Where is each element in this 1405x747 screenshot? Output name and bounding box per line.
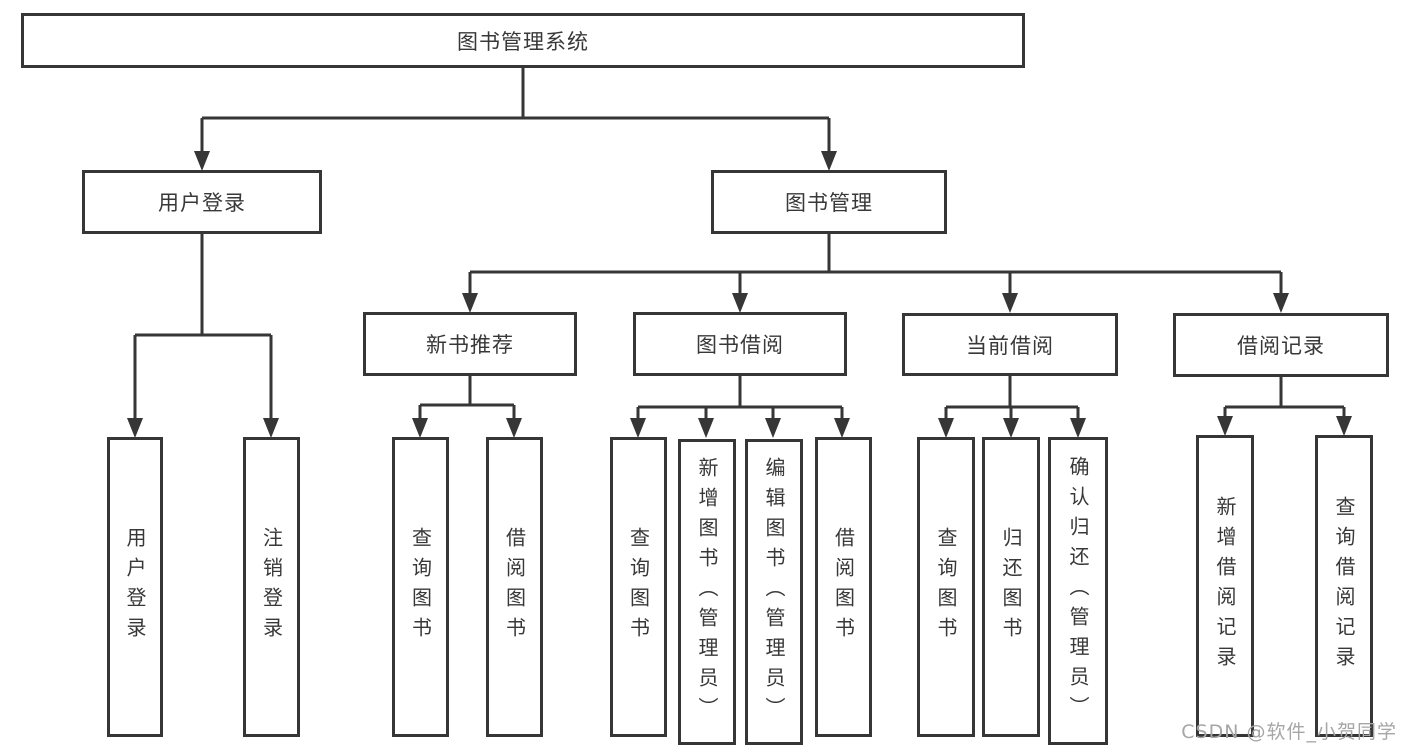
leaf-nb-borrow-books: 借阅图书 [486, 437, 543, 737]
node-label: 确认归还（管理员） [1066, 456, 1090, 726]
node-label: 新增图书（管理员） [695, 457, 719, 727]
node-label: 用户登录 [158, 191, 246, 215]
leaf-cb-query-books: 查询图书 [917, 437, 975, 737]
node-root: 图书管理系统 [21, 13, 1025, 68]
node-label: 查询图书 [626, 527, 651, 647]
node-user-login: 用户登录 [82, 170, 322, 234]
node-label: 图书管理 [785, 191, 873, 215]
leaf-user-login: 用户登录 [107, 437, 163, 737]
leaf-bb-query-books: 查询图书 [610, 437, 667, 737]
leaf-logout: 注销登录 [243, 437, 300, 737]
leaf-bb-borrow-books: 借阅图书 [815, 437, 872, 737]
node-borrow-records: 借阅记录 [1173, 313, 1389, 377]
node-book-management: 图书管理 [711, 170, 947, 234]
leaf-bb-add-books: 新增图书（管理员） [678, 439, 736, 745]
watermark: CSDN @软件_小贺同学 [1181, 721, 1397, 743]
node-label: 当前借阅 [966, 333, 1054, 358]
node-label: 查询图书 [408, 527, 433, 647]
node-label: 查询图书 [934, 527, 958, 647]
node-label: 新增借阅记录 [1213, 496, 1237, 676]
node-label: 借阅记录 [1237, 334, 1325, 358]
node-label: 图书管理系统 [457, 29, 589, 54]
node-label: 查询借阅记录 [1332, 496, 1356, 676]
leaf-nb-query-books: 查询图书 [392, 437, 449, 737]
node-current-borrow: 当前借阅 [902, 313, 1118, 376]
node-new-book-recommend: 新书推荐 [363, 312, 577, 376]
leaf-bb-edit-books: 编辑图书（管理员） [745, 439, 803, 745]
node-book-borrow: 图书借阅 [633, 312, 847, 376]
leaf-cb-return-books: 归还图书 [982, 437, 1040, 737]
node-label: 图书借阅 [696, 333, 784, 357]
leaf-cb-confirm-return: 确认归还（管理员） [1048, 437, 1108, 745]
node-label: 编辑图书（管理员） [762, 457, 786, 727]
node-label: 注销登录 [259, 527, 284, 647]
node-label: 归还图书 [999, 527, 1023, 647]
node-label: 借阅图书 [831, 527, 856, 647]
node-label: 借阅图书 [502, 527, 527, 647]
leaf-br-add-record: 新增借阅记录 [1196, 435, 1254, 737]
node-label: 用户登录 [123, 527, 147, 647]
leaf-br-query-record: 查询借阅记录 [1315, 435, 1373, 737]
node-label: 新书推荐 [426, 333, 514, 357]
